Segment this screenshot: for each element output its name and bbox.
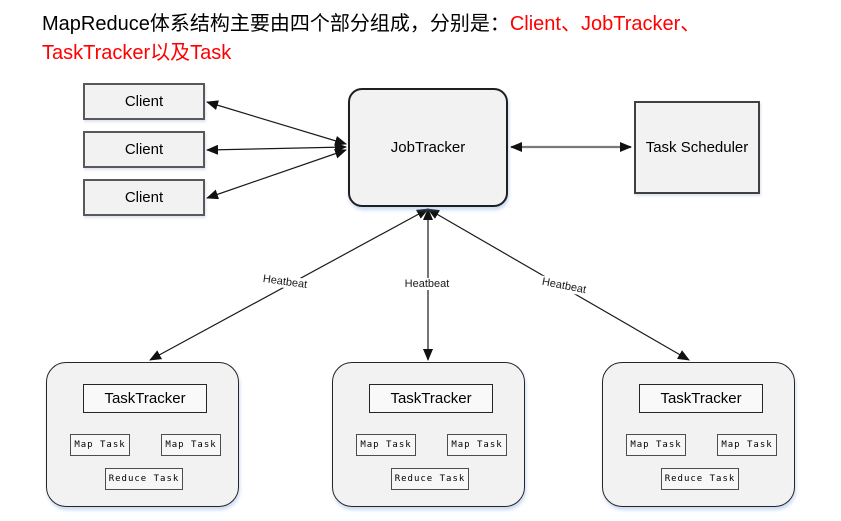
tasktracker-2-title: TaskTracker — [390, 390, 472, 407]
task-scheduler-node-label: Task Scheduler — [645, 139, 749, 156]
heartbeat-label-2: Heatbeat — [401, 278, 453, 290]
client-node-3: Client — [83, 179, 205, 216]
title-red-text-1: Client、JobTracker、 — [509, 13, 701, 35]
client-node-1: Client — [83, 83, 205, 120]
title-black-text: MapReduce体系结构主要由四个部分组成，分别是： — [42, 13, 510, 35]
tracker2-reduce-task: Reduce Task — [391, 468, 469, 490]
tasktracker-2-title-box: TaskTracker — [369, 384, 493, 413]
tasktracker-3-title-box: TaskTracker — [639, 384, 763, 413]
tracker1-reduce-task: Reduce Task — [105, 468, 183, 490]
tracker1-map-task-2: Map Task — [161, 434, 221, 456]
tracker1-map-task-1: Map Task — [70, 434, 130, 456]
client-node-1-label: Client — [124, 93, 164, 110]
tasktracker-group-3: TaskTracker Map Task Map Task Reduce Tas… — [602, 362, 795, 507]
tasktracker-1-title: TaskTracker — [104, 390, 186, 407]
title-line-1: MapReduce体系结构主要由四个部分组成，分别是：Client、JobTra… — [42, 10, 700, 39]
tasktracker-group-1: TaskTracker Map Task Map Task Reduce Tas… — [46, 362, 239, 507]
jobtracker-node: JobTracker — [348, 88, 508, 207]
task-scheduler-node: Task Scheduler — [634, 101, 760, 194]
client-node-2-label: Client — [124, 141, 164, 158]
client2-jobtracker-connector — [206, 142, 347, 155]
tracker2-map-task-2: Map Task — [447, 434, 507, 456]
tracker3-reduce-task: Reduce Task — [661, 468, 739, 490]
client1-jobtracker-connector — [206, 100, 347, 146]
tasktracker-1-title-box: TaskTracker — [83, 384, 207, 413]
jobtracker-node-label: JobTracker — [390, 139, 466, 156]
page-title: MapReduce体系结构主要由四个部分组成，分别是：Client、JobTra… — [42, 10, 700, 68]
client3-jobtracker-connector — [206, 148, 347, 200]
client-node-3-label: Client — [124, 189, 164, 206]
client-node-2: Client — [83, 131, 205, 168]
tracker3-map-task-2: Map Task — [717, 434, 777, 456]
title-line-2: TaskTracker以及Task — [42, 39, 700, 68]
title-red-text-2: TaskTracker以及Task — [42, 42, 232, 64]
tracker2-map-task-1: Map Task — [356, 434, 416, 456]
tasktracker-3-title: TaskTracker — [660, 390, 742, 407]
tasktracker-group-2: TaskTracker Map Task Map Task Reduce Tas… — [332, 362, 525, 507]
tracker3-map-task-1: Map Task — [626, 434, 686, 456]
